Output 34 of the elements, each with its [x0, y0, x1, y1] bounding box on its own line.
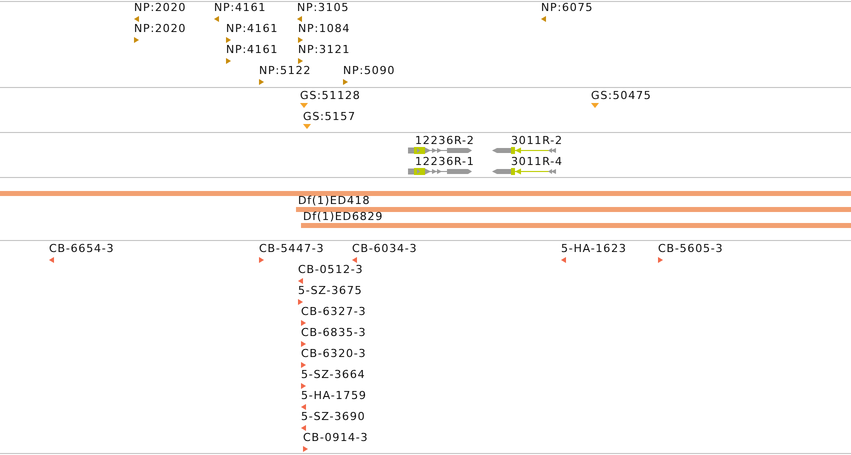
feature-label: 3011R-2 — [511, 135, 563, 147]
feature-label: GS:5157 — [303, 111, 356, 123]
feature-label: NP:2020 — [134, 23, 186, 35]
feature-label: NP:2020 — [134, 2, 186, 14]
feature-label: NP:4161 — [226, 23, 278, 35]
feature-label: CB-6320-3 — [301, 348, 366, 360]
feature-label: NP:3121 — [298, 44, 350, 56]
feature-label: CB-5447-3 — [259, 243, 324, 255]
feature-label: 5-HA-1759 — [301, 390, 367, 402]
feature-label: CB-0512-3 — [298, 264, 364, 276]
feature-label: GS:51128 — [300, 90, 361, 102]
feature-label: 12236R-1 — [415, 156, 475, 168]
feature-label: CB-5605-3 — [658, 243, 724, 255]
feature-label: 5-SZ-3690 — [301, 411, 366, 423]
feature-label: 5-HA-1623 — [561, 243, 627, 255]
feature-label: GS:50475 — [591, 90, 652, 102]
feature-label: NP:1084 — [298, 23, 350, 35]
feature-label: 5-SZ-3664 — [301, 369, 366, 381]
feature-label: NP:5090 — [343, 65, 396, 77]
feature-label: CB-6654-3 — [49, 243, 114, 255]
feature-label: NP:3105 — [297, 2, 350, 14]
feature-label: CB-0914-3 — [303, 432, 368, 444]
feature-label: 12236R-2 — [415, 135, 475, 147]
feature-label: CB-6835-3 — [301, 327, 366, 339]
feature-label: NP:6075 — [541, 2, 594, 14]
feature-label: Df(1)ED418 — [298, 195, 370, 207]
feature-label: 3011R-4 — [511, 156, 563, 168]
feature-label: NP:5122 — [259, 65, 312, 77]
feature-label: CB-6034-3 — [352, 243, 418, 255]
feature-label: 5-SZ-3675 — [298, 285, 362, 297]
feature-label: CB-6327-3 — [301, 306, 366, 318]
feature-label: Df(1)ED6829 — [303, 211, 384, 223]
feature-label: NP:4161 — [226, 44, 278, 56]
feature-label: NP:4161 — [214, 2, 266, 14]
